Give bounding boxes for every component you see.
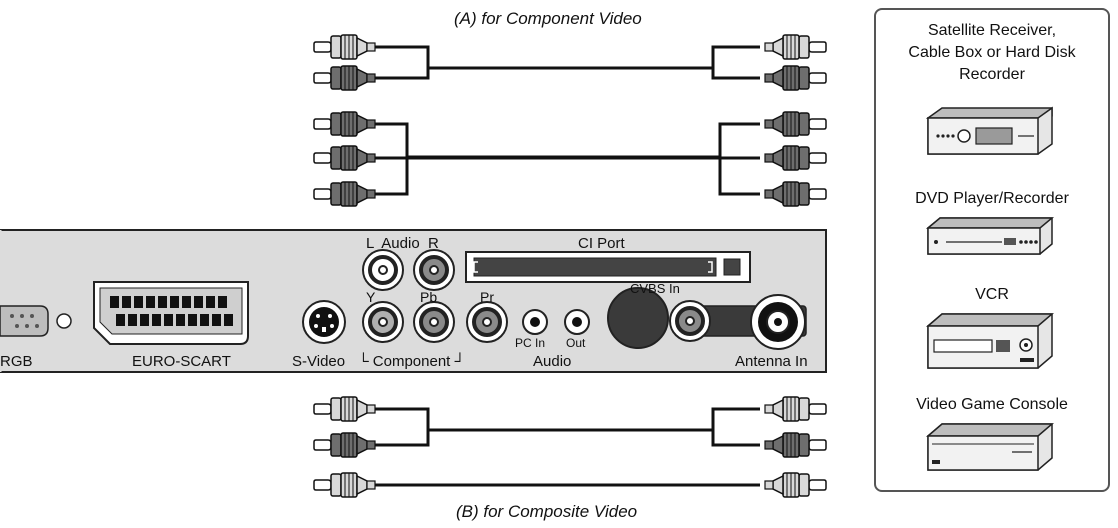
right-plug-2: [764, 65, 827, 91]
composite-video-caption: (B) for Composite Video: [456, 502, 638, 521]
euro-scart-port[interactable]: [93, 281, 249, 345]
cvbs-in-label: CVBS In: [630, 281, 680, 296]
rgb-port[interactable]: [0, 305, 72, 337]
component-pb-jack[interactable]: [413, 301, 455, 343]
left-plug-4: [313, 145, 376, 171]
ci-port-slot[interactable]: [465, 251, 751, 283]
rgb-label: RGB: [0, 353, 33, 370]
component-pr-jack[interactable]: [466, 301, 508, 343]
right-plug-7: [764, 432, 827, 458]
left-plug-1: [313, 34, 376, 60]
dvd-player-icon: [925, 217, 1055, 255]
satellite-receiver-icon: [925, 106, 1053, 155]
right-plug-8: [764, 472, 827, 498]
out-label: Out: [566, 336, 586, 350]
left-plug-5: [313, 181, 376, 207]
audio-l-jack[interactable]: [362, 249, 404, 291]
right-plug-6: [764, 396, 827, 422]
vcr-icon: [925, 313, 1055, 369]
left-plug-8: [313, 472, 376, 498]
right-plug-4: [764, 145, 827, 171]
component-video-caption: (A) for Component Video: [454, 9, 642, 28]
pc-audio-in-jack[interactable]: [522, 309, 548, 335]
composite-cable-group: [375, 407, 760, 487]
y-label: Y: [366, 289, 376, 305]
cvbs-in-jack[interactable]: [669, 300, 711, 342]
audio-out-jack[interactable]: [564, 309, 590, 335]
device-label-game-console: Video Game Console: [916, 396, 1068, 413]
left-plug-7: [313, 432, 376, 458]
antenna-in-jack[interactable]: [750, 294, 806, 350]
pr-label: Pr: [480, 289, 494, 305]
pc-in-label: PC In: [515, 336, 545, 350]
device-label-satellite: Satellite Receiver, Cable Box or Hard Di…: [908, 22, 1076, 83]
device-label-dvd: DVD Player/Recorder: [915, 190, 1069, 207]
euro-scart-label: EURO-SCART: [132, 353, 231, 370]
game-console-icon: [925, 423, 1055, 471]
left-plug-6: [313, 396, 376, 422]
right-plug-3: [764, 111, 827, 137]
audio-label: Audio: [533, 353, 571, 370]
antenna-in-label: Antenna In: [735, 353, 808, 370]
left-plug-2: [313, 65, 376, 91]
device-label-vcr: VCR: [975, 286, 1009, 303]
right-plug-1: [764, 34, 827, 60]
audio-lr-label: L Audio R: [366, 235, 439, 252]
left-plug-3: [313, 111, 376, 137]
pb-label: Pb: [420, 289, 437, 305]
component-y-jack[interactable]: [362, 301, 404, 343]
s-video-label: S-Video: [292, 353, 345, 370]
s-video-port[interactable]: [302, 300, 346, 344]
source-devices-box: Satellite Receiver, Cable Box or Hard Di…: [874, 8, 1110, 492]
component-label: └ Component ┘: [358, 352, 465, 370]
tv-rear-panel: L Audio R CI Port CVBS In RGB EURO-SCART…: [0, 229, 827, 373]
audio-r-jack[interactable]: [413, 249, 455, 291]
component-cable-group: [375, 45, 760, 196]
right-plug-5: [764, 181, 827, 207]
ci-port-label: CI Port: [578, 235, 626, 252]
